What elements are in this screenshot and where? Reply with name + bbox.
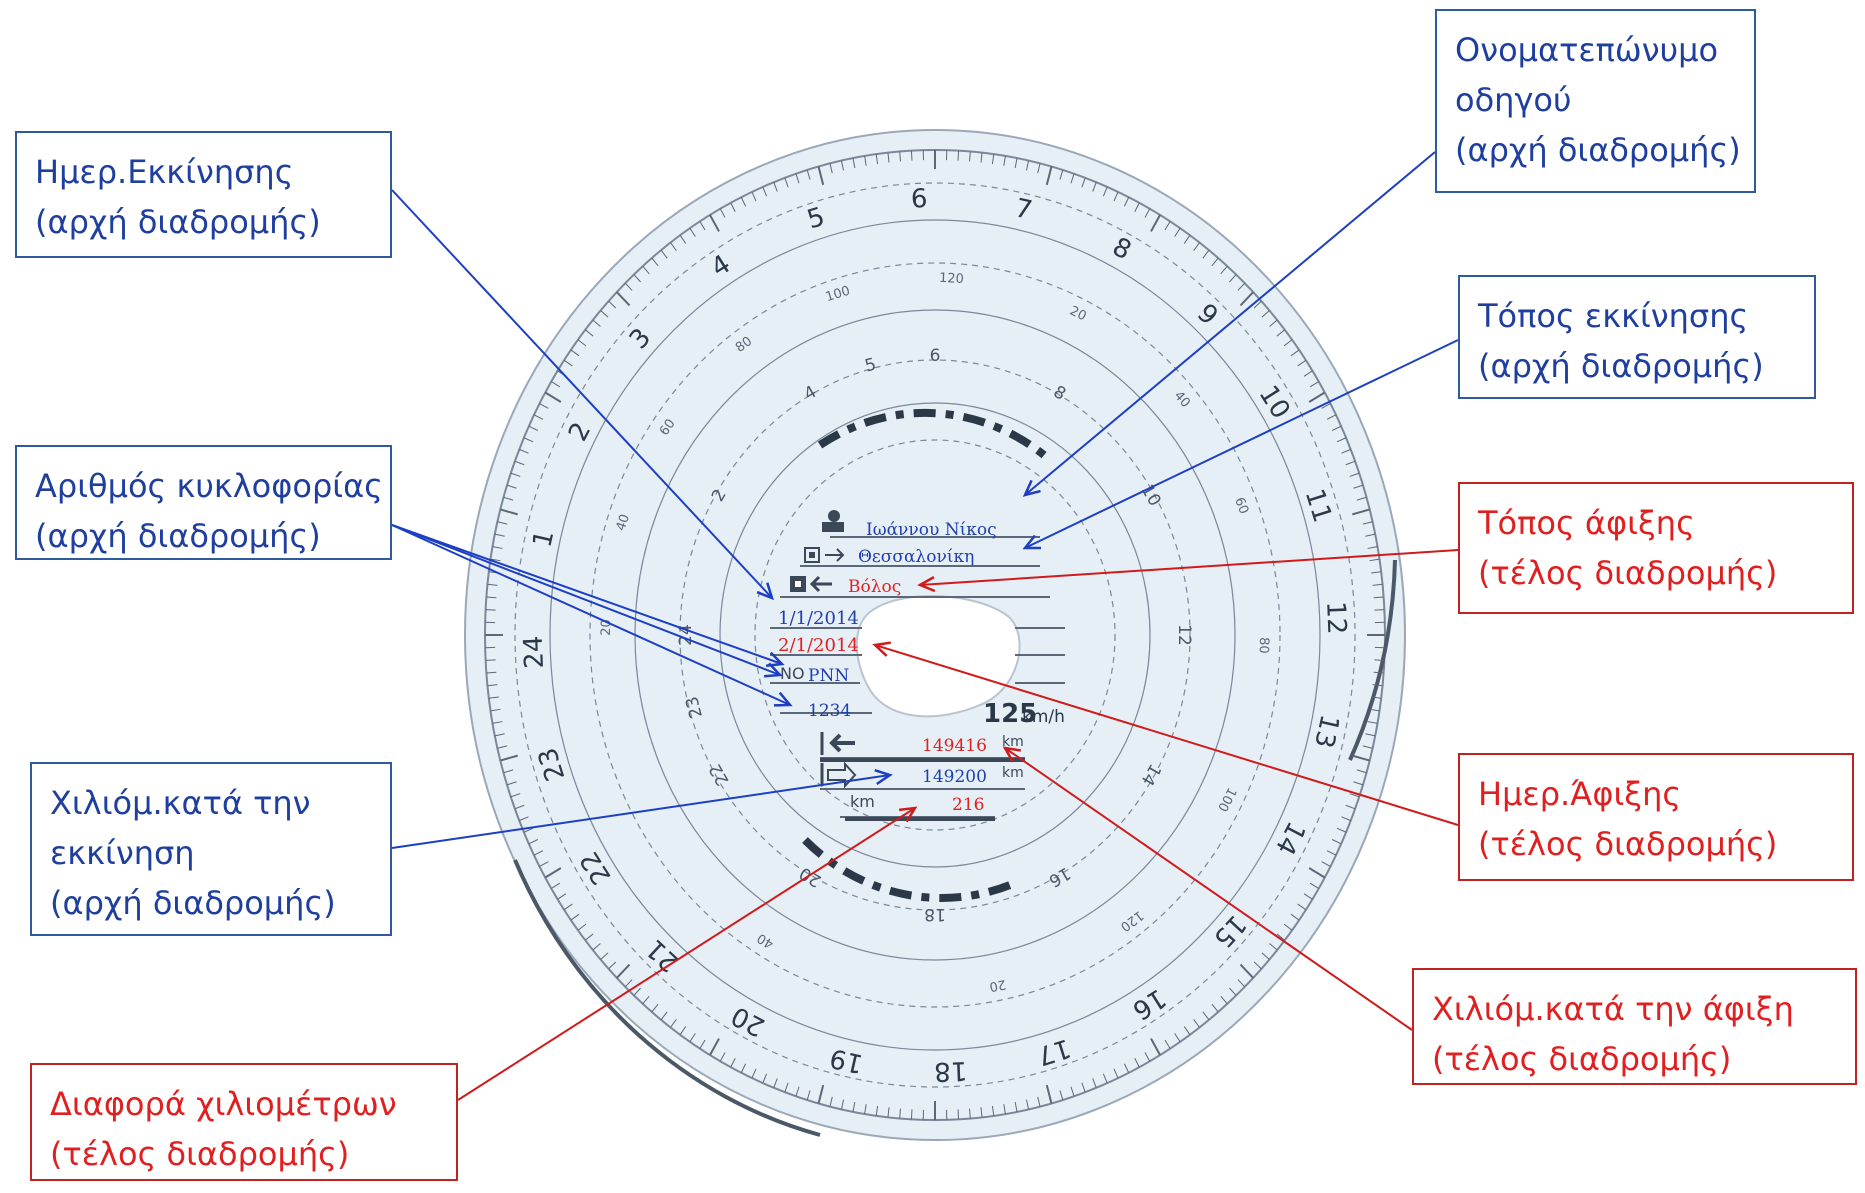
disc-arrival-date: 2/1/2014 xyxy=(778,635,859,656)
callout-start-km: Χιλιόμ.κατά την εκκίνηση (αρχή διαδρομής… xyxy=(30,762,392,936)
callout-start-km-line3: (αρχή διαδρομής) xyxy=(50,878,372,928)
disc-km-arrival: 149416 xyxy=(922,736,987,756)
callout-start-km-line2: εκκίνηση xyxy=(50,828,372,878)
callout-arrival-date-line1: Ημερ.Άφιξης xyxy=(1478,769,1834,819)
callout-km-difference-line2: (τέλος διαδρομής) xyxy=(50,1129,438,1179)
callout-arrival-km-line2: (τέλος διαδρομής) xyxy=(1432,1034,1837,1084)
disc-hour-label: 6 xyxy=(910,184,928,215)
disc-km-start: 149200 xyxy=(922,767,987,787)
callout-start-place: Τόπος εκκίνησης (αρχή διαδρομής) xyxy=(1458,275,1816,399)
disc-hour-label: 12 xyxy=(1320,601,1351,635)
callout-driver-name-line2: οδηγού xyxy=(1455,75,1736,125)
disc-speed-unit: km/h xyxy=(1022,707,1065,727)
callout-driver-name-line1: Ονοματεπώνυμο xyxy=(1455,25,1736,75)
disc-speed-label: 20 xyxy=(988,976,1007,994)
disc-start-date: 1/1/2014 xyxy=(778,608,859,629)
callout-arrival-km-line1: Χιλιόμ.κατά την άφιξη xyxy=(1432,984,1837,1034)
callout-arrival-place-line1: Τόπος άφιξης xyxy=(1478,498,1834,548)
disc-km-diff: 216 xyxy=(952,795,984,815)
disc-driver-name: Ιωάννου Νίκος xyxy=(866,520,997,540)
disc-inner-hour-label: 18 xyxy=(924,904,946,924)
disc-tick xyxy=(958,151,959,161)
callout-start-place-line1: Τόπος εκκίνησης xyxy=(1478,291,1796,341)
disc-speed-label: 120 xyxy=(939,271,965,287)
disc-tick xyxy=(911,151,912,161)
disc-tick xyxy=(911,1109,912,1119)
disc-reg-number: 1234 xyxy=(808,701,851,721)
callout-registration-line1: Αριθμός κυκλοφορίας xyxy=(35,461,372,511)
callout-arrival-date-line2: (τέλος διαδρομής) xyxy=(1478,819,1834,869)
disc-inner-hour-label: 6 xyxy=(930,346,941,366)
callout-driver-name-line3: (αρχή διαδρομής) xyxy=(1455,125,1736,175)
callout-start-place-line2: (αρχή διαδρομής) xyxy=(1478,341,1796,391)
callout-start-date: Ημερ.Εκκίνησης (αρχή διαδρομής) xyxy=(15,131,392,258)
disc-arrival-place: Βόλος xyxy=(848,577,901,597)
callout-arrival-place-line2: (τέλος διαδρομής) xyxy=(1478,548,1834,598)
disc-reg-letters: PNN xyxy=(808,666,849,686)
callout-arrival-km: Χιλιόμ.κατά την άφιξη (τέλος διαδρομής) xyxy=(1412,968,1857,1085)
disc-speed-label: 80 xyxy=(1256,637,1271,654)
callout-start-km-line1: Χιλιόμ.κατά την xyxy=(50,778,372,828)
callout-arrival-place: Τόπος άφιξης (τέλος διαδρομής) xyxy=(1458,482,1854,614)
disc-tick xyxy=(1374,610,1384,611)
disc-tick xyxy=(1374,660,1384,661)
disc-hour-label: 18 xyxy=(934,1055,968,1086)
callout-arrival-date: Ημερ.Άφιξης (τέλος διαδρομής) xyxy=(1458,753,1854,881)
disc-tick xyxy=(486,610,496,611)
callout-start-date-line2: (αρχή διαδρομής) xyxy=(35,197,372,247)
disc-hour-label: 24 xyxy=(519,635,550,669)
disc-km-diff-label: km xyxy=(850,792,875,811)
callout-start-date-line1: Ημερ.Εκκίνησης xyxy=(35,147,372,197)
disc-tick xyxy=(486,660,496,661)
callout-km-difference: Διαφορά χιλιομέτρων (τέλος διαδρομής) xyxy=(30,1063,458,1181)
disc-km-start-unit: km xyxy=(1002,765,1024,781)
disc-reg-prefix: NO xyxy=(780,664,805,683)
disc-tick xyxy=(958,1109,959,1119)
callout-registration: Αριθμός κυκλοφορίας (αρχή διαδρομής) xyxy=(15,445,392,560)
callout-driver-name: Ονοματεπώνυμο οδηγού (αρχή διαδρομής) xyxy=(1435,9,1756,193)
disc-inner-hour-label: 12 xyxy=(1174,624,1194,646)
disc-start-place: Θεσσαλονίκη xyxy=(858,547,974,567)
callout-km-difference-line1: Διαφορά χιλιομέτρων xyxy=(50,1079,438,1129)
callout-registration-line2: (αρχή διαδρομής) xyxy=(35,511,372,561)
